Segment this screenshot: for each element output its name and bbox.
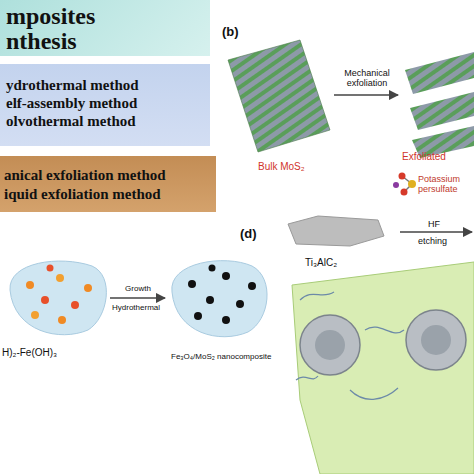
process-arrow <box>334 94 398 96</box>
illustration-node: H)₂-Fe(OH)₃ <box>0 258 110 358</box>
edge-label: Growth <box>112 284 164 293</box>
nanocomposite-dots <box>188 265 256 325</box>
illustration-node: Ti₃AlC₂ <box>283 212 387 268</box>
method-group-box: ydrothermal methodelf-assembly methodolv… <box>0 64 210 146</box>
box-text: anical exfoliation method <box>4 166 212 185</box>
box-text: ydrothermal method <box>6 76 204 94</box>
node-caption: Bulk MoS₂ <box>258 161 334 172</box>
process-label: Hydrothermal <box>112 303 160 312</box>
particle-circles <box>300 310 466 375</box>
process-arrow <box>110 297 165 299</box>
mxene-sheet <box>292 262 474 474</box>
precursor-blob <box>10 261 106 335</box>
panel-letter: (b) <box>222 24 239 39</box>
box-text: mposites nthesis <box>6 4 156 54</box>
reagent-label: Potassium persulfate <box>418 174 474 194</box>
charge-transfer-arrows <box>296 292 404 399</box>
persulfate-molecule <box>393 173 416 196</box>
spacer <box>110 298 163 299</box>
node-caption: H)₂-Fe(OH)₃ <box>2 347 110 358</box>
method-group-box: anical exfoliation methodiquid exfoliati… <box>0 156 216 212</box>
illustration-node: Fe₃O₄/MoS₂ nanocomposite <box>165 258 275 362</box>
box-text: iquid exfoliation method <box>4 185 212 204</box>
precursor-dots <box>26 265 92 325</box>
nanocomposite-blob <box>172 261 267 337</box>
section-title-box: mposites nthesis <box>0 0 210 56</box>
node-caption: Exfoliated <box>402 151 474 162</box>
node-caption: Fe₃O₄/MoS₂ nanocomposite <box>171 353 275 362</box>
process-label: HF <box>428 219 440 229</box>
exfoliated-sheet <box>410 92 474 130</box>
box-text: olvothermal method <box>6 112 204 130</box>
bulk-mos2-stack <box>228 40 330 152</box>
panel-letter: (d) <box>240 226 257 241</box>
node-caption: Ti₃AlC₂ <box>305 257 387 268</box>
etching-arrow <box>400 231 472 233</box>
edge-label: Mechanical exfoliation <box>338 68 396 88</box>
max-phase-flake <box>288 216 384 246</box>
exfoliated-sheet <box>405 52 474 94</box>
illustration-node: Bulk MoS₂ <box>222 38 334 174</box>
process-label: etching <box>418 236 447 246</box>
box-text: elf-assembly method <box>6 94 204 112</box>
illustration-node: Exfoliated <box>398 50 474 162</box>
